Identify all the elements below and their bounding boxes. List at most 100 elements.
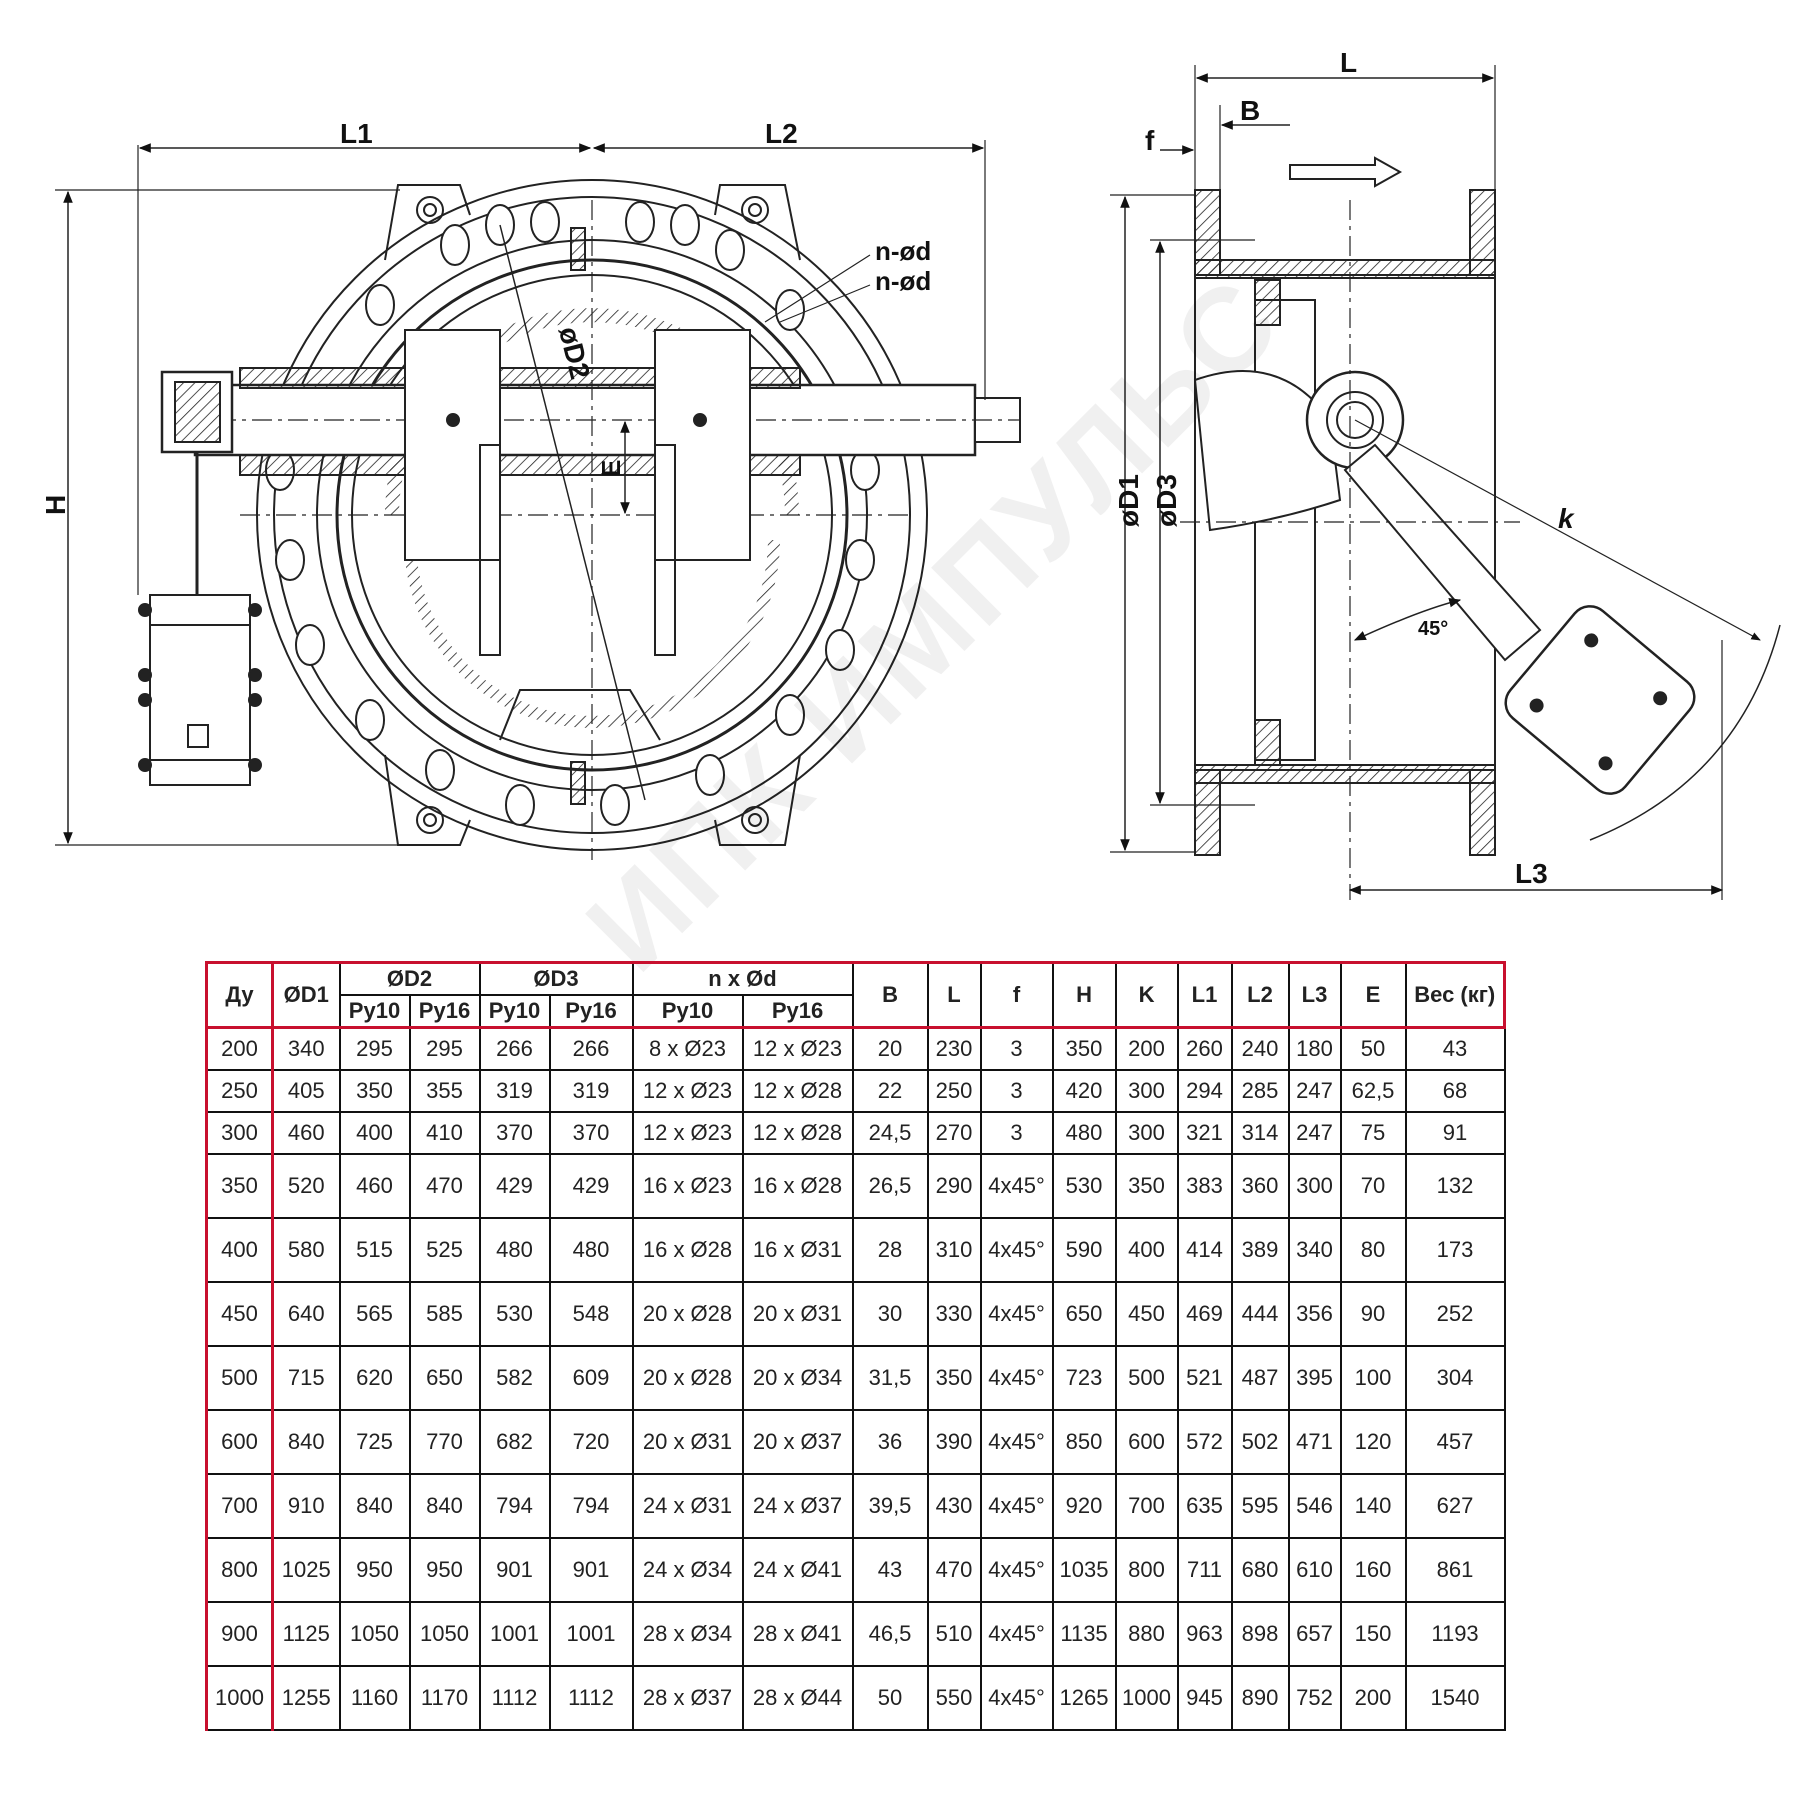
table-cell: 429 [478,1153,551,1219]
table-cell: 16 x Ø31 [741,1217,854,1283]
table-cell: 4x45° [979,1217,1054,1283]
table-cell: 200 [1114,1026,1179,1071]
table-cell: 240 [1230,1026,1290,1071]
table-cell: 1001 [478,1601,551,1667]
table-cell: 480 [548,1217,634,1283]
table-cell: 4x45° [979,1409,1054,1475]
table-cell: 1112 [478,1665,551,1731]
header-nd-py16: Py16 [741,994,854,1029]
table-cell: 4x45° [979,1153,1054,1219]
side-label-k: k [1558,503,1575,534]
table-cell: 140 [1339,1473,1407,1539]
table-cell: 330 [926,1281,982,1347]
table-cell: 1170 [408,1665,481,1731]
table-cell: 500 [1114,1345,1179,1411]
table-cell: 340 [271,1026,341,1071]
table-cell: 600 [1114,1409,1179,1475]
table-cell: 20 x Ø28 [631,1345,744,1411]
table-cell: 350 [338,1069,411,1113]
table-cell: 200 [205,1026,274,1071]
table-cell: 250 [926,1069,982,1113]
table-cell: 355 [408,1069,481,1113]
table-cell: 319 [548,1069,634,1113]
table-cell: 460 [338,1153,411,1219]
table-cell: 429 [548,1153,634,1219]
table-cell: 471 [1287,1409,1342,1475]
table-cell: 383 [1176,1153,1233,1219]
table-cell: 68 [1404,1069,1506,1113]
table-cell: 444 [1230,1281,1290,1347]
table-cell: 470 [926,1537,982,1603]
table-cell: 900 [205,1601,274,1667]
table-cell: 75 [1339,1111,1407,1155]
table-cell: 600 [205,1409,274,1475]
table-cell: 247 [1287,1111,1342,1155]
table-cell: 530 [1051,1153,1117,1219]
table-cell: 36 [851,1409,929,1475]
table-cell: 595 [1230,1473,1290,1539]
table-cell: 550 [926,1665,982,1731]
table-cell: 725 [338,1409,411,1475]
table-cell: 100 [1339,1345,1407,1411]
table-cell: 640 [271,1281,341,1347]
side-label-f: f [1145,125,1155,156]
side-label-D3: øD3 [1151,474,1182,527]
header-d1: ØD1 [271,961,341,1029]
table-cell: 4x45° [979,1665,1054,1731]
header-d3-py16: Py16 [548,994,634,1029]
table-cell: 460 [271,1111,341,1155]
table-cell: 840 [271,1409,341,1475]
table-cell: 572 [1176,1409,1233,1475]
front-label-L2: L2 [765,118,798,149]
table-cell: 850 [1051,1409,1117,1475]
table-cell: 400 [338,1111,411,1155]
table-cell: 356 [1287,1281,1342,1347]
table-cell: 20 x Ø34 [741,1345,854,1411]
table-cell: 28 x Ø34 [631,1601,744,1667]
table-cell: 360 [1230,1153,1290,1219]
table-cell: 1025 [271,1537,341,1603]
front-label-nd-1: n-ød [875,236,931,266]
table-cell: 890 [1230,1665,1290,1731]
table-cell: 723 [1051,1345,1117,1411]
header-d3-py10: Py10 [478,994,551,1029]
table-cell: 20 x Ø37 [741,1409,854,1475]
table-cell: 285 [1230,1069,1290,1113]
table-cell: 405 [271,1069,341,1113]
table-cell: 469 [1176,1281,1233,1347]
front-label-H: H [40,495,71,515]
table-cell: 752 [1287,1665,1342,1731]
table-cell: 520 [271,1153,341,1219]
table-cell: 304 [1404,1345,1506,1411]
side-label-D1: øD1 [1113,474,1144,527]
table-cell: 450 [1114,1281,1179,1347]
table-cell: 270 [926,1111,982,1155]
table-cell: 861 [1404,1537,1506,1603]
table-cell: 480 [478,1217,551,1283]
table-cell: 590 [1051,1217,1117,1283]
table-cell: 20 x Ø31 [631,1409,744,1475]
table-cell: 898 [1230,1601,1290,1667]
table-cell: 840 [338,1473,411,1539]
table-cell: 295 [338,1026,411,1071]
header-l3: L3 [1287,961,1342,1029]
table-cell: 700 [1114,1473,1179,1539]
table-cell: 314 [1230,1111,1290,1155]
table-cell: 450 [205,1281,274,1347]
table-cell: 90 [1339,1281,1407,1347]
table-cell: 294 [1176,1069,1233,1113]
table-cell: 16 x Ø28 [631,1217,744,1283]
table-cell: 310 [926,1217,982,1283]
table-cell: 350 [205,1153,274,1219]
header-l2: L2 [1230,961,1290,1029]
header-e: E [1339,961,1407,1029]
table-cell: 400 [205,1217,274,1283]
table-cell: 794 [548,1473,634,1539]
table-cell: 1001 [548,1601,634,1667]
